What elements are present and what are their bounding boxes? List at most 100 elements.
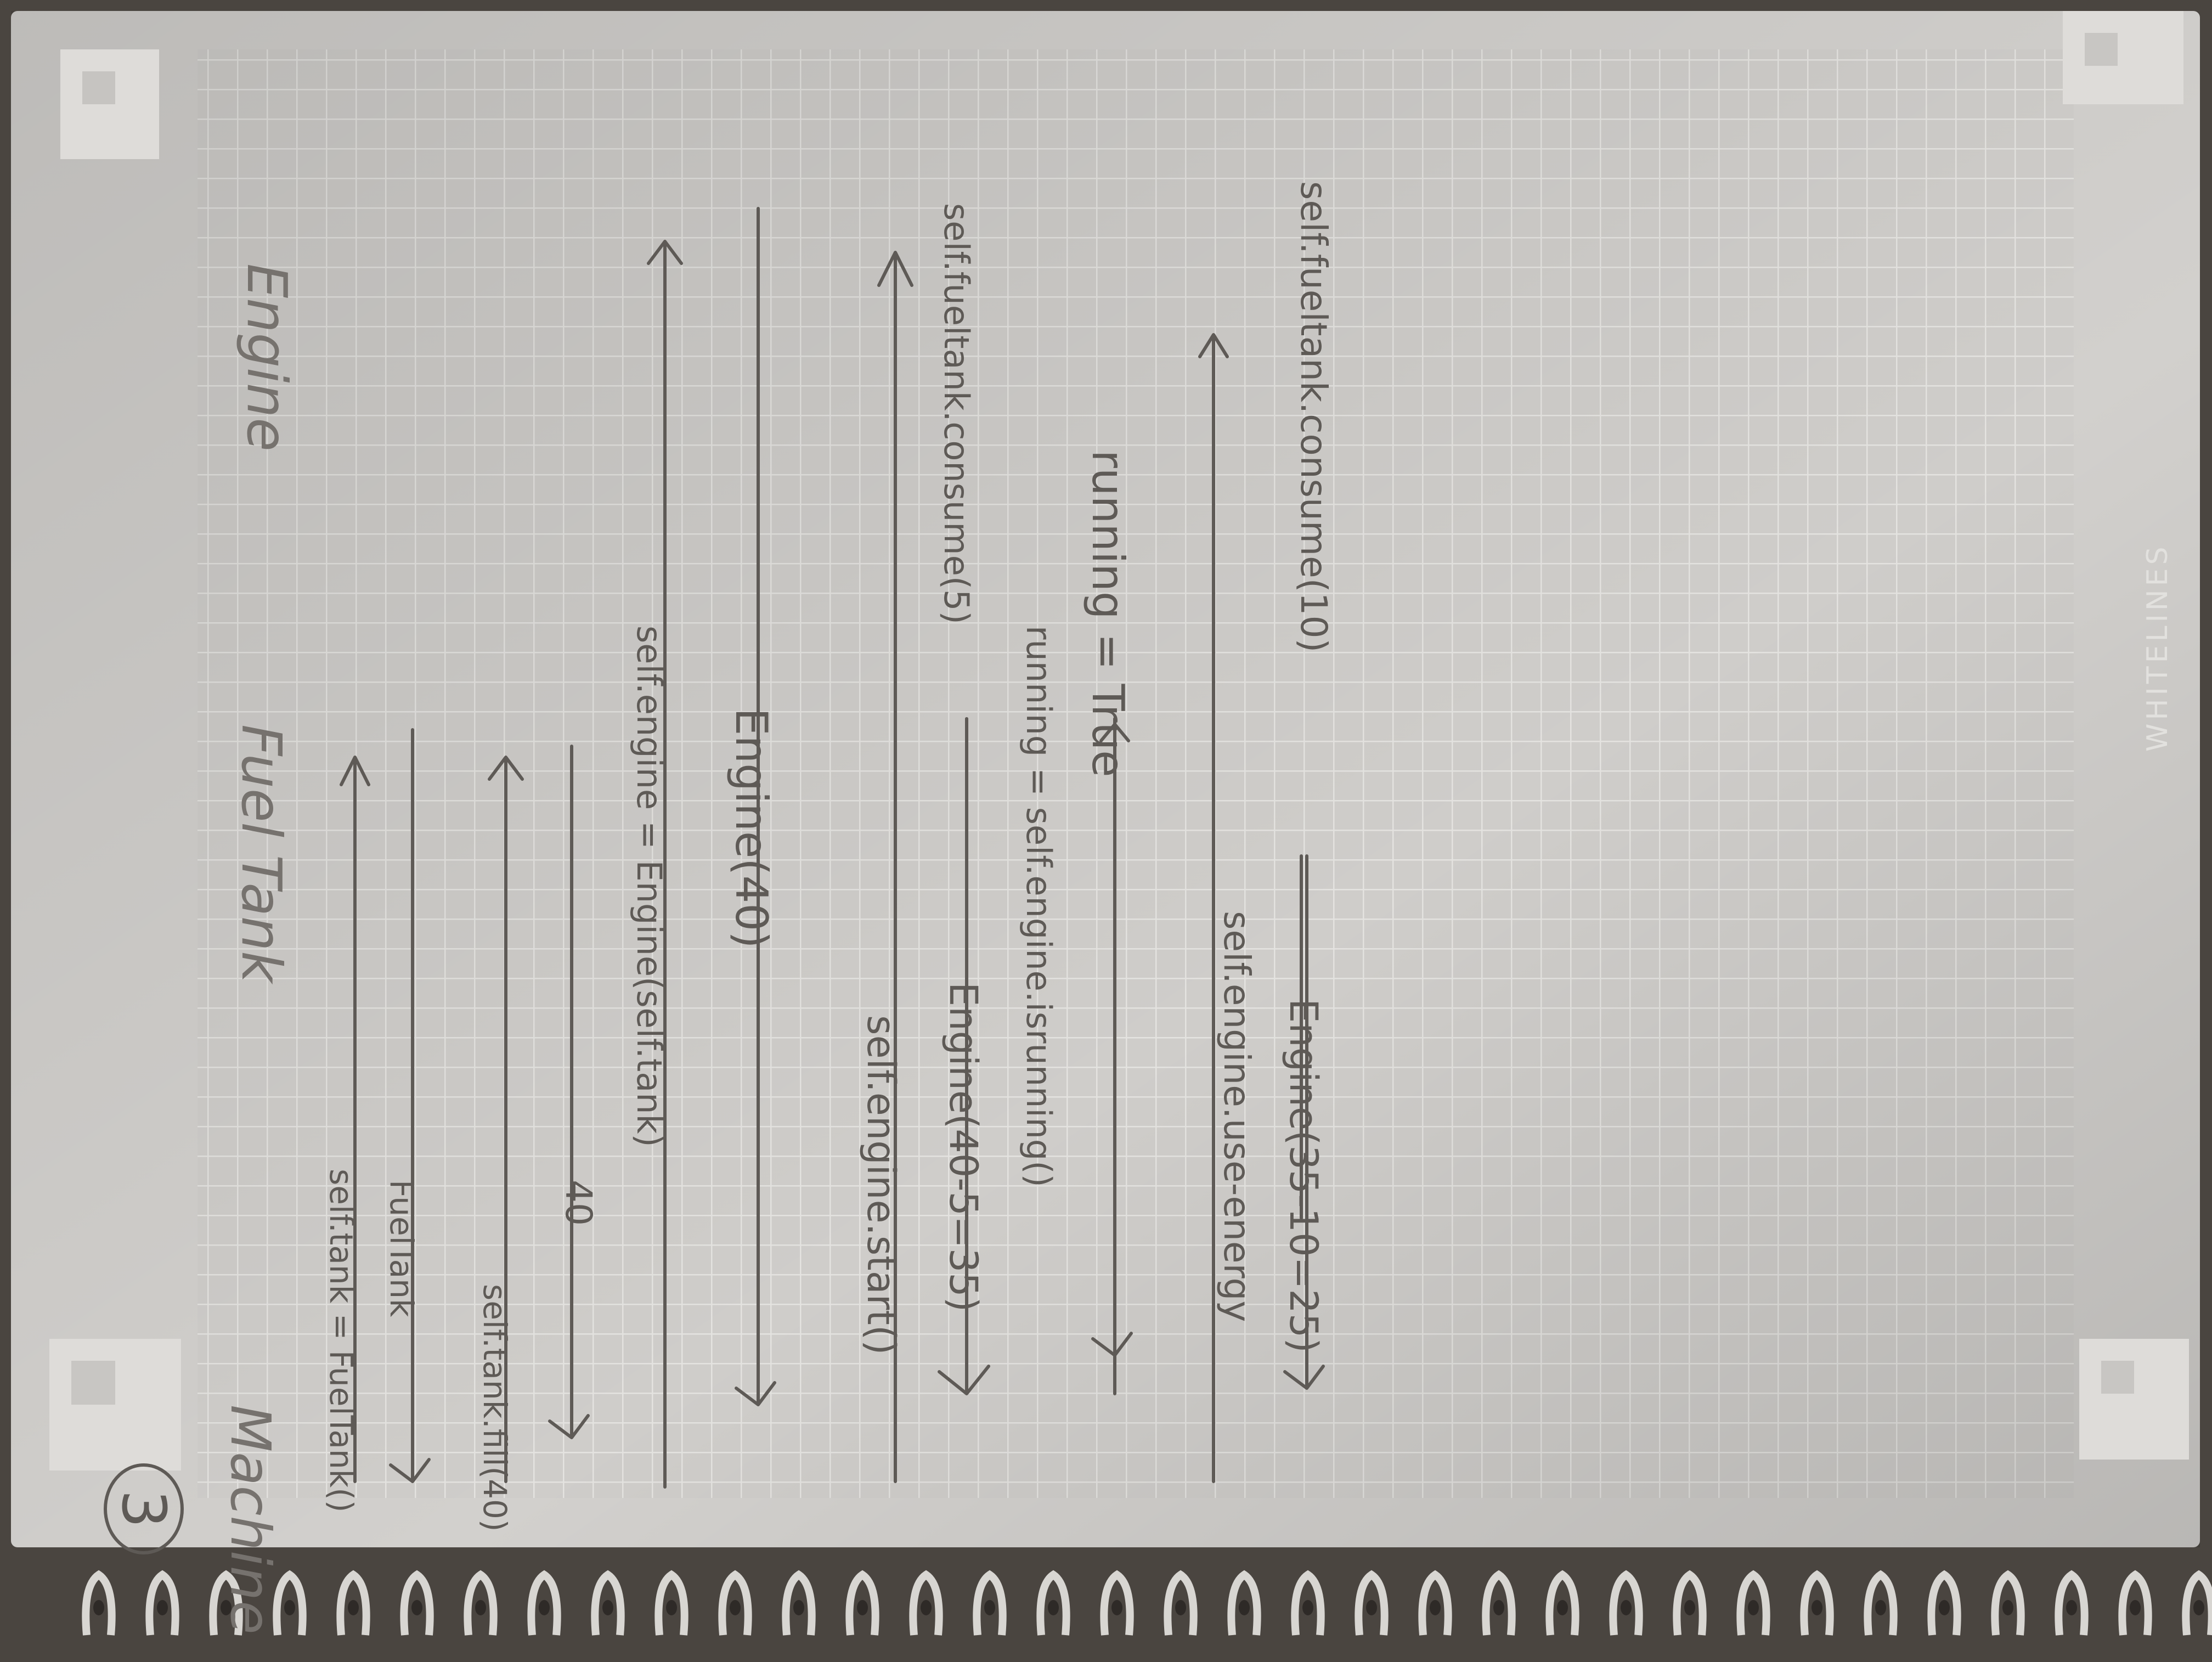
binding-hole [666, 1600, 677, 1615]
message-label-12: self.engine.use-energy [1216, 911, 1258, 1322]
binding-hole [1048, 1600, 1059, 1615]
spiral-coil [909, 1570, 943, 1636]
spiral-coil [336, 1570, 370, 1636]
binding-hole [1175, 1600, 1186, 1615]
message-label-14: Engine(35-10=25) [1281, 999, 1326, 1353]
spiral-coil [845, 1570, 879, 1636]
binding-hole [602, 1600, 613, 1615]
arrow-4 [548, 745, 590, 1439]
binding-hole [1366, 1600, 1377, 1615]
binding-hole [2066, 1600, 2077, 1615]
spiral-coil [527, 1570, 561, 1636]
binding-hole [475, 1600, 486, 1615]
brand-label: WHITELINES [2141, 543, 2174, 752]
spiral-binding [82, 1570, 2212, 1636]
arrow-2 [389, 728, 431, 1483]
lifeline-header-engine: Engine [235, 263, 299, 452]
message-label-4: 40 [557, 1180, 600, 1226]
arrow-9 [938, 717, 990, 1395]
binding-hole [1239, 1600, 1250, 1615]
message-label-9: Engine(40-5=35) [941, 982, 986, 1312]
spiral-coil [464, 1570, 498, 1636]
lifeline-header-fuel-tank: Fuel Tank [229, 724, 294, 985]
sequence-diagram: 3 Machine Fuel Tank Engine self.tank = F… [104, 181, 1335, 1635]
binding-hole [1493, 1600, 1504, 1615]
binding-hole [221, 1600, 232, 1615]
binding-hole [921, 1600, 932, 1615]
binding-hole [1557, 1600, 1568, 1615]
binding-hole [539, 1600, 550, 1615]
spiral-coil [1355, 1570, 1389, 1636]
spiral-coil [1991, 1570, 2025, 1636]
arrow-11 [1091, 717, 1133, 1357]
binding-hole [1875, 1600, 1886, 1615]
spiral-coil [1164, 1570, 1198, 1636]
binding-hole [793, 1600, 804, 1615]
message-label-5: self.engine = Engine(self.tank) [629, 626, 669, 1147]
spiral-coil [1418, 1570, 1452, 1636]
spiral-coil [145, 1570, 179, 1636]
binding-hole [1748, 1600, 1759, 1615]
arrow-1 [340, 756, 370, 1483]
spiral-coil [2182, 1570, 2212, 1636]
arrow-7 [877, 251, 913, 1483]
binding-hole [93, 1600, 104, 1615]
corner-marker-bottom-left [2079, 1339, 2189, 1460]
spiral-coil [1291, 1570, 1325, 1636]
binding-hole [2130, 1600, 2141, 1615]
arrow-3 [488, 756, 524, 1483]
binding-hole [348, 1600, 359, 1615]
binding-hole [157, 1600, 168, 1615]
spiral-coil [2118, 1570, 2152, 1636]
corner-marker-top-left [49, 1339, 181, 1471]
spiral-coil [273, 1570, 307, 1636]
paper-shade [11, 11, 2200, 1547]
spiral-coil [1227, 1570, 1261, 1636]
binding-hole [1430, 1600, 1441, 1615]
spiral-coil [1100, 1570, 1134, 1636]
arrow-14 [1283, 854, 1325, 1390]
message-label-13: self.fueltank.consume(10) [1293, 181, 1335, 652]
page-number-badge: 3 [104, 1463, 184, 1554]
message-label-8: self.fueltank.consume(5) [936, 203, 977, 624]
spiral-coil [1609, 1570, 1643, 1636]
spiral-coil [654, 1570, 689, 1636]
spiral-coil [1736, 1570, 1770, 1636]
binding-hole [984, 1600, 995, 1615]
binding-hole [730, 1600, 741, 1615]
spiral-coil [400, 1570, 434, 1636]
message-label-11: running = True [1082, 450, 1133, 778]
arrow-6 [735, 207, 776, 1406]
spiral-coil [2055, 1570, 2089, 1636]
binding-hole [411, 1600, 422, 1615]
message-arrows [340, 207, 1325, 1489]
spiral-coil [1927, 1570, 1961, 1636]
binding-hole [2193, 1600, 2204, 1615]
spiral-coil [591, 1570, 625, 1636]
spiral-coil [1864, 1570, 1898, 1636]
message-label-3: self.tank.fill(40) [476, 1284, 514, 1532]
corner-marker-bottom-right [2063, 11, 2183, 104]
arrow-12 [1198, 333, 1229, 1483]
spiral-coil [718, 1570, 752, 1636]
binding-hole [1621, 1600, 1632, 1615]
spiral-coil [782, 1570, 816, 1636]
spiral-coil [1800, 1570, 1834, 1636]
spiral-coil [82, 1570, 116, 1636]
binding-hole [2002, 1600, 2013, 1615]
binding-hole [1684, 1600, 1695, 1615]
message-label-6: Engine(40) [726, 708, 777, 948]
binding-hole [1111, 1600, 1122, 1615]
lifeline-header-machine: Machine [218, 1405, 283, 1635]
spiral-coil [1673, 1570, 1707, 1636]
binding-hole [1939, 1600, 1950, 1615]
spiral-coil [1482, 1570, 1516, 1636]
message-label-10: running = self.engine.isrunning() [1019, 626, 1059, 1187]
binding-hole [1812, 1600, 1822, 1615]
spiral-coil [1545, 1570, 1579, 1636]
arrow-5 [647, 240, 683, 1489]
spiral-coil [973, 1570, 1007, 1636]
binding-hole [857, 1600, 868, 1615]
